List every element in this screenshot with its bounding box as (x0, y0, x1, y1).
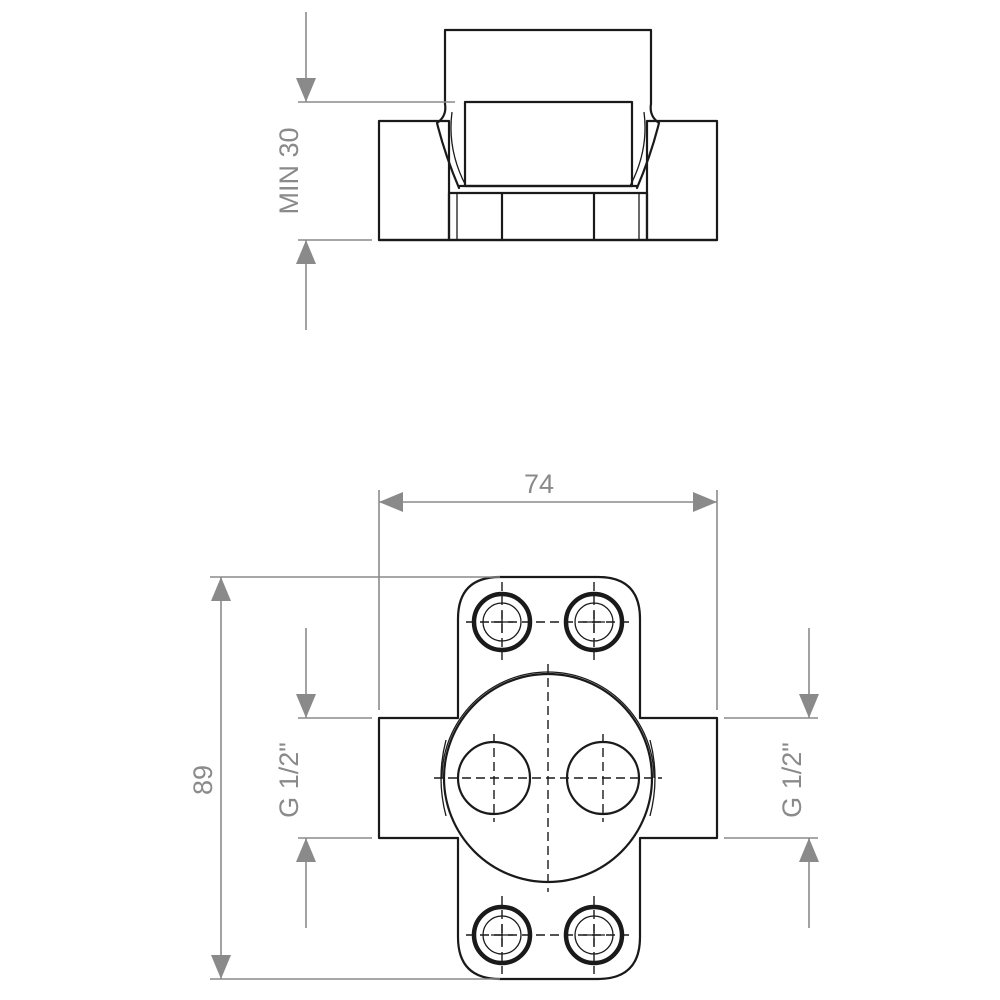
side-flare-left (435, 102, 461, 190)
screw-top-right (563, 591, 625, 653)
side-inner-chamber (463, 100, 634, 188)
top-view (377, 575, 719, 981)
screw-bottom-left (471, 904, 533, 966)
dimension-height-label: 89 (188, 765, 218, 795)
screw-top-left (471, 591, 533, 653)
side-left-block (377, 119, 451, 242)
dimension-inlet-left: G 1/2" (274, 628, 372, 928)
side-flare-right (635, 102, 661, 190)
dimension-inlet-right: G 1/2" (724, 628, 819, 928)
side-view (377, 28, 719, 242)
side-cover-plate (443, 28, 653, 106)
dimension-min-depth-label: MIN 30 (274, 127, 304, 214)
side-right-block (645, 119, 719, 242)
dimension-inlet-right-label: G 1/2" (777, 742, 807, 818)
dimension-width-label: 74 (524, 469, 554, 499)
dimension-height: 89 (188, 576, 500, 980)
dimension-min-depth: MIN 30 (274, 12, 455, 330)
dimension-inlet-left-label: G 1/2" (274, 742, 304, 818)
dimension-width: 74 (378, 469, 718, 710)
top-body-outline (377, 575, 719, 981)
side-nut (447, 191, 649, 242)
screw-bottom-right (563, 904, 625, 966)
